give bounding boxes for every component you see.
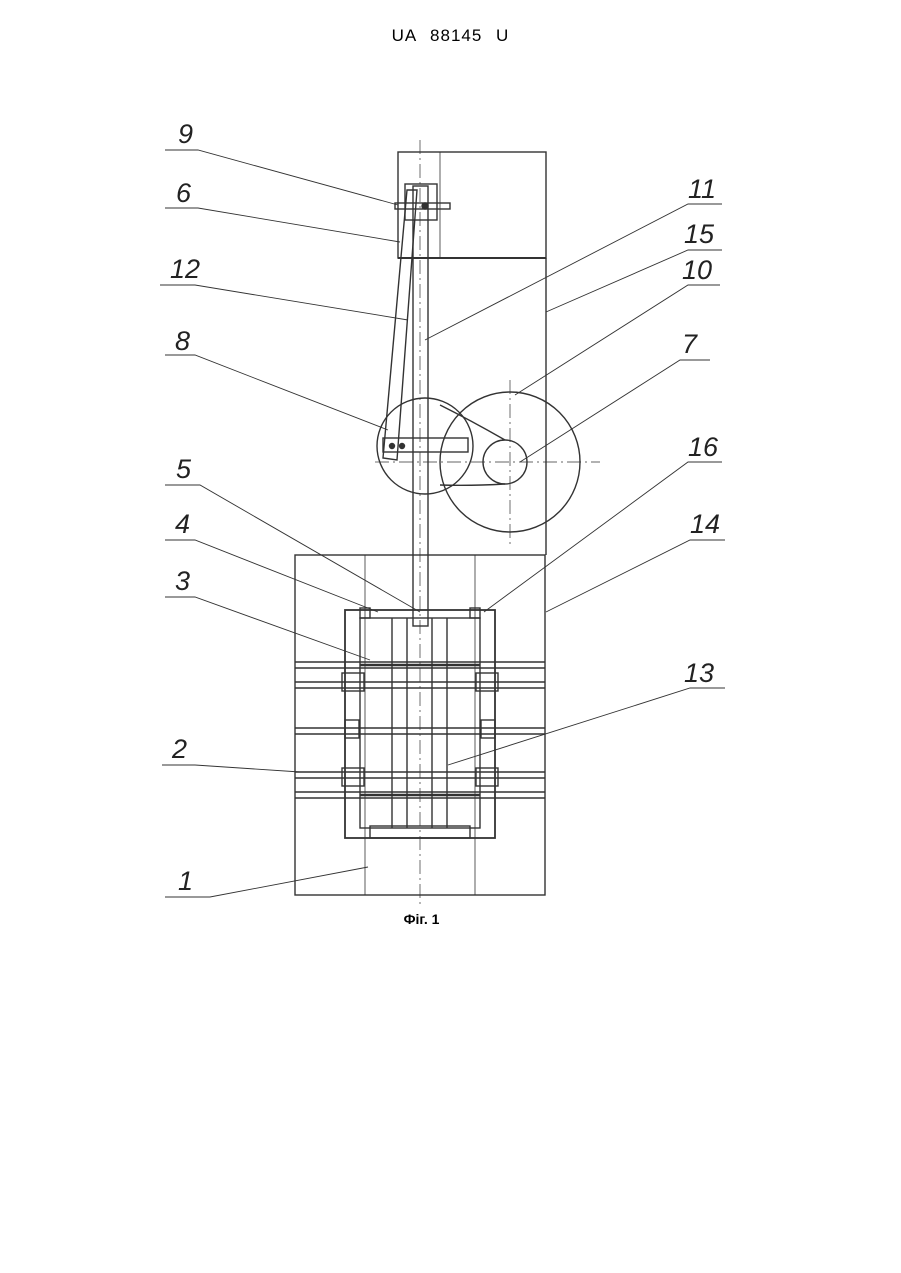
label-1: 1	[178, 866, 193, 896]
label-14: 14	[690, 509, 720, 539]
label-10: 10	[682, 255, 712, 285]
label-12: 12	[170, 254, 200, 284]
label-15: 15	[684, 219, 715, 249]
inclined-lever	[383, 190, 417, 460]
top-pivot-bracket	[395, 184, 450, 220]
leader-lines	[160, 150, 725, 897]
reference-numbers: 9 6 12 8 5 4 3 2 1 11 15 10 7 16 14 13	[170, 119, 720, 896]
label-13: 13	[684, 658, 714, 688]
label-2: 2	[171, 734, 187, 764]
label-9: 9	[178, 119, 193, 149]
crank-disk	[377, 398, 473, 494]
figure-caption: Фіг. 1	[0, 911, 843, 927]
label-8: 8	[175, 326, 190, 356]
label-4: 4	[175, 509, 190, 539]
connecting-rod	[413, 140, 428, 905]
label-16: 16	[688, 432, 719, 462]
label-3: 3	[175, 566, 190, 596]
label-5: 5	[176, 454, 192, 484]
label-6: 6	[176, 178, 192, 208]
label-11: 11	[688, 174, 716, 204]
drive-wheel	[375, 380, 600, 545]
label-7: 7	[682, 329, 698, 359]
